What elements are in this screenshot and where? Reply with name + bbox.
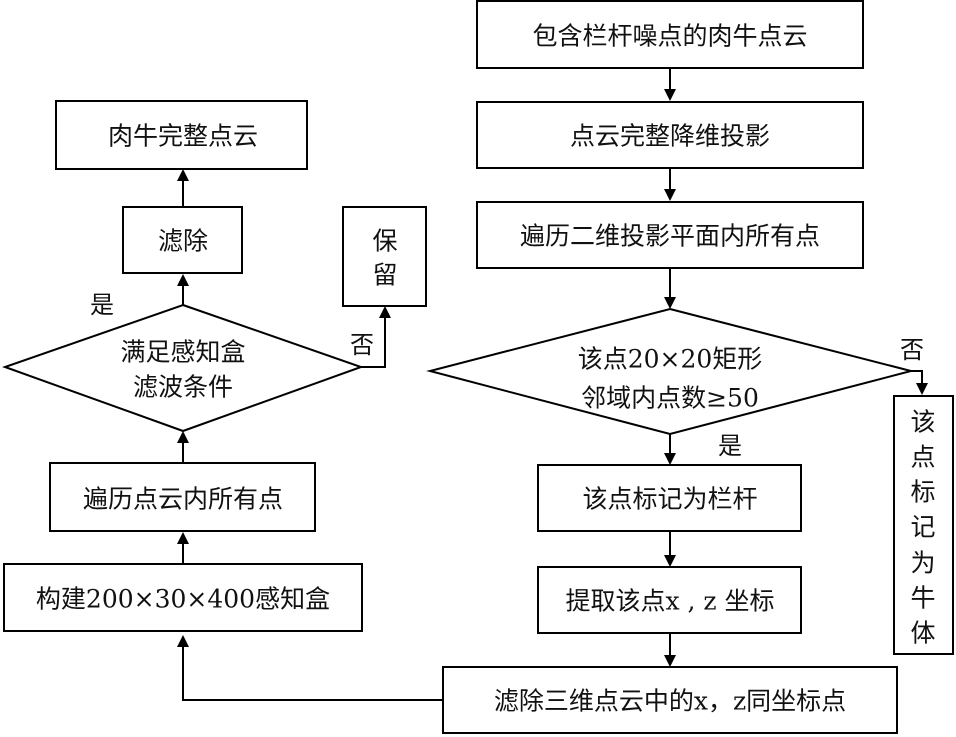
node-mark-cattle-char: 牛: [910, 584, 935, 613]
node-extract-xz-label: 提取该点x , z 坐标: [565, 587, 774, 616]
node-input-cloud: 包含栏杆噪点的肉牛点云: [476, 0, 864, 69]
node-filter-xz-label: 滤除三维点云中的x，z同坐标点: [494, 687, 846, 716]
arrow-check-yes: [664, 434, 676, 465]
node-input-cloud-label: 包含栏杆噪点的肉牛点云: [532, 22, 807, 51]
node-box-condition: 满足感知盒 滤波条件: [2, 303, 364, 433]
node-mark-cattle: 该 点 标 记 为 牛 体: [893, 395, 954, 655]
node-traverse-2d-label: 遍历二维投影平面内所有点: [520, 222, 820, 251]
arrow-condition-yes: [177, 274, 189, 305]
node-neighborhood-check-line2: 邻域内点数≥50: [581, 384, 759, 413]
node-projection-label: 点云完整降维投影: [570, 122, 770, 151]
node-build-box-label: 构建200×30×400感知盒: [36, 585, 330, 614]
edge-label-condition-no: 否: [350, 331, 374, 359]
arrow-filter-to-build-box: [177, 635, 443, 701]
edge-label-check-yes: 是: [718, 432, 742, 460]
node-keep: 保 留: [342, 206, 427, 307]
node-neighborhood-check-line1: 该点20×20矩形: [578, 345, 763, 374]
arrow-condition-no: [361, 306, 391, 368]
edge-label-check-no: 否: [900, 336, 924, 364]
arrow-check-no: [911, 370, 928, 395]
node-mark-cattle-char: 点: [910, 443, 935, 472]
node-mark-cattle-char: 体: [910, 619, 935, 648]
node-mark-railing-label: 该点标记为栏杆: [582, 485, 757, 514]
node-projection: 点云完整降维投影: [476, 101, 864, 169]
arrow-remove-to-output: [177, 169, 189, 207]
node-extract-xz: 提取该点x , z 坐标: [537, 566, 802, 634]
node-keep-char: 留: [372, 261, 397, 290]
node-mark-cattle-char: 记: [910, 513, 935, 542]
node-remove-label: 滤除: [158, 227, 208, 256]
node-traverse-cloud: 遍历点云内所有点: [49, 462, 316, 532]
arrow-projection-to-traverse: [664, 168, 676, 201]
node-mark-cattle-char: 该: [910, 408, 935, 437]
node-mark-railing: 该点标记为栏杆: [537, 464, 802, 532]
node-traverse-cloud-label: 遍历点云内所有点: [83, 485, 283, 514]
node-traverse-2d: 遍历二维投影平面内所有点: [476, 201, 864, 269]
node-mark-cattle-char: 标: [910, 478, 935, 507]
arrow-traverse-to-condition: [177, 431, 189, 463]
node-mark-cattle-char: 为: [910, 549, 935, 578]
node-output-cloud: 肉牛完整点云: [55, 100, 308, 170]
arrow-extract-to-filter: [664, 633, 676, 667]
node-box-condition-line2: 滤波条件: [133, 373, 233, 402]
arrow-railing-to-extract: [664, 531, 676, 567]
node-neighborhood-check: 该点20×20矩形 邻域内点数≥50: [426, 307, 915, 436]
node-output-cloud-label: 肉牛完整点云: [108, 122, 258, 151]
node-build-box: 构建200×30×400感知盒: [3, 563, 363, 632]
arrow-input-to-projection: [664, 68, 676, 101]
node-filter-xz: 滤除三维点云中的x，z同坐标点: [442, 666, 898, 734]
edge-label-condition-yes: 是: [90, 291, 114, 319]
node-box-condition-line1: 满足感知盒: [120, 338, 245, 367]
arrow-build-to-traverse: [177, 532, 189, 564]
node-keep-char: 保: [372, 227, 397, 256]
node-remove: 滤除: [122, 206, 243, 274]
arrow-traverse-to-check: [664, 268, 676, 309]
